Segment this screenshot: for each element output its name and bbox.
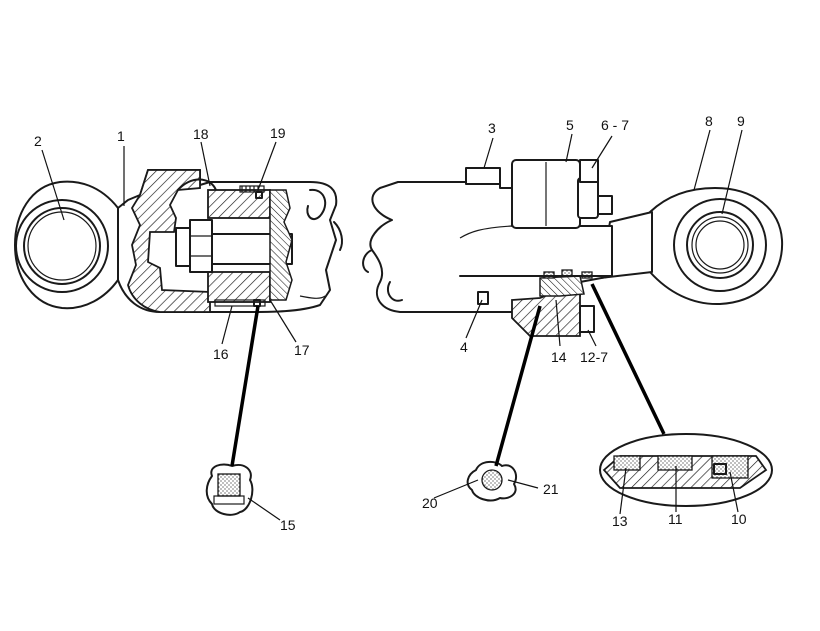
callout-13: 13 — [612, 513, 628, 529]
callout-4: 4 — [460, 339, 468, 355]
callout-1: 1 — [117, 128, 125, 144]
right-cylinder-section — [362, 159, 784, 337]
leader-lines — [41, 129, 743, 521]
callout-14: 14 — [551, 349, 567, 365]
detail-inset-20-21 — [466, 460, 518, 502]
callout-20: 20 — [422, 495, 438, 511]
left-cap-casting — [117, 169, 343, 313]
callout-6-7: 6 - 7 — [601, 117, 629, 133]
callout-15: 15 — [280, 517, 296, 533]
callout-labels: 2 1 18 19 16 17 15 3 5 6 - 7 8 9 4 14 12… — [34, 113, 747, 533]
left-rod-eye — [14, 180, 119, 310]
callout-21: 21 — [543, 481, 559, 497]
callout-5: 5 — [566, 117, 574, 133]
callout-19: 19 — [270, 125, 286, 141]
left-cylinder-section — [14, 169, 343, 313]
callout-2: 2 — [34, 133, 42, 149]
right-rod-eye — [649, 187, 784, 306]
callout-10: 10 — [731, 511, 747, 527]
detail-inset-10-11-13 — [599, 433, 773, 507]
callout-11: 11 — [668, 511, 683, 527]
callout-18: 18 — [193, 126, 209, 142]
right-valve-block — [511, 159, 613, 229]
callout-8: 8 — [705, 113, 713, 129]
callout-3: 3 — [488, 120, 496, 136]
callout-16: 16 — [213, 346, 229, 362]
detail-inset-15 — [205, 463, 254, 516]
callout-17: 17 — [294, 342, 310, 358]
callout-9: 9 — [737, 113, 745, 129]
callout-12-7: 12-7 — [580, 349, 608, 365]
